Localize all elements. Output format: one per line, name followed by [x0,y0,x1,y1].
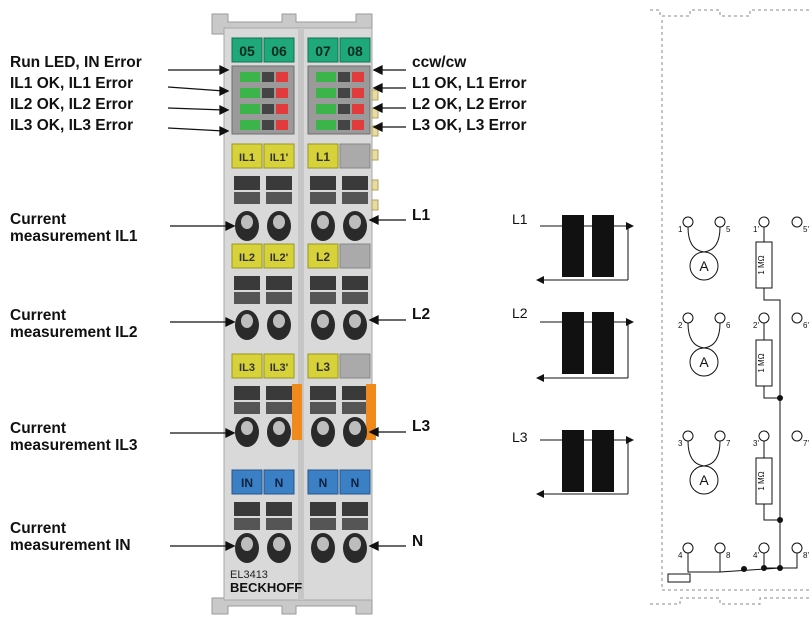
label-box-n2 [307,469,339,495]
text-il2: IL2 [239,252,255,264]
label-box-blank-3 [339,353,371,379]
terminal-block-2 [234,276,368,340]
text-il3: IL3 [239,362,255,374]
orange-jumper-left [292,384,302,440]
terminal-block-3 [234,384,376,447]
label-terminal-l1: L1 [412,207,431,224]
label-box-il2p [263,243,295,269]
led-number-07: 07 [315,43,331,59]
text-n3: N [351,476,360,490]
label-ccw-cw: ccw/cw [412,54,467,71]
label-box-il3p [263,353,295,379]
label-box-in [231,469,263,495]
label-current-l3-line2: measurement IL3 [10,437,138,454]
text-il3p: IL3' [270,362,289,374]
text-il1p: IL1' [270,152,289,164]
label-box-il1p [263,143,295,169]
label-il3-status: IL3 OK, IL3 Error [10,117,134,134]
right-arrows [368,64,406,552]
label-box-il1 [231,143,263,169]
led-number-05: 05 [239,43,255,59]
text-il1: IL1 [239,152,255,164]
module-split [298,28,304,600]
bottom-latch [211,597,373,615]
label-box-blank-2 [339,243,371,269]
label-current-l1-line2: measurement IL1 [10,228,138,245]
label-box-il2 [231,243,263,269]
led-box-05 [231,37,263,63]
led-number-06: 06 [271,43,287,59]
label-current-l3-line1: Current [10,420,66,437]
label-terminal-l3: L3 [412,418,431,435]
label-l3-status: L3 OK, L3 Error [412,117,527,134]
terminal-block-4 [234,502,368,563]
label-current-l1-line1: Current [10,211,66,228]
led-box-06 [263,37,295,63]
text-l1: L1 [316,150,330,164]
label-box-l1 [307,143,339,169]
text-il2p: IL2' [270,252,289,264]
label-il1-status: IL1 OK, IL1 Error [10,75,134,92]
brand-name: BECKHOFF [230,580,302,595]
model-number: EL3413 [230,569,268,581]
label-box-n3 [339,469,371,495]
led-box-07 [307,37,339,63]
label-box-il3 [231,353,263,379]
text-l3: L3 [316,360,330,374]
led-rows [240,72,364,130]
left-arrows [167,64,236,552]
text-n2: N [319,476,328,490]
label-run-led: Run LED, IN Error [10,54,142,71]
led-number-08: 08 [347,43,363,59]
text-in: IN [241,476,253,490]
label-box-n1 [263,469,295,495]
text-l2: L2 [316,250,330,264]
label-l2-status: L2 OK, L2 Error [412,96,527,113]
terminal-block-1 [234,176,368,241]
label-box-blank-1 [339,143,371,169]
label-terminal-n: N [412,533,424,550]
label-l1-status: L1 OK, L1 Error [412,75,527,92]
text-n1: N [275,476,284,490]
label-box-l3 [307,353,339,379]
label-terminal-l2: L2 [412,306,431,323]
orange-jumper-right [366,384,376,440]
label-current-n-line2: measurement IN [10,537,131,554]
label-current-n-line1: Current [10,520,66,537]
label-current-l2-line2: measurement IL2 [10,324,138,341]
label-current-l2-line1: Current [10,307,66,324]
label-il2-status: IL2 OK, IL2 Error [10,96,134,113]
led-box-08 [339,37,371,63]
label-box-l2 [307,243,339,269]
